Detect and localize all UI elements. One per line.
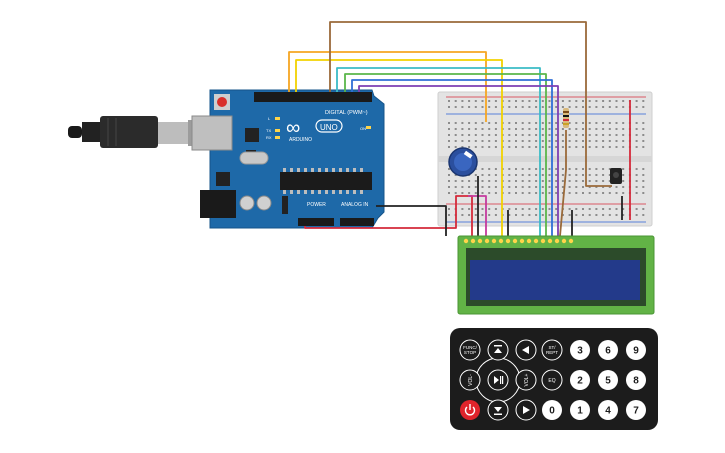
left-button[interactable] bbox=[515, 339, 537, 361]
capacitor-2 bbox=[256, 195, 272, 211]
key-5-button-label: 5 bbox=[605, 376, 611, 387]
func-stop-button[interactable]: FUNC/STOP bbox=[459, 339, 481, 361]
wire-magenta bbox=[468, 195, 487, 236]
key-4-button[interactable]: 4 bbox=[598, 400, 618, 420]
skip-back-icon bbox=[494, 345, 502, 353]
key-0-button-label: 0 bbox=[549, 406, 555, 417]
wire-red bbox=[304, 195, 473, 236]
key-1-button[interactable]: 1 bbox=[570, 400, 590, 420]
play-pause-icon bbox=[494, 376, 504, 384]
st-rept-button[interactable]: ST/REPT bbox=[541, 339, 563, 361]
triangle-right-icon bbox=[523, 406, 530, 414]
wire-blue bbox=[351, 79, 553, 236]
key-2-button-label: 2 bbox=[577, 376, 583, 387]
wire-brown-2 bbox=[559, 130, 567, 237]
skip-forward-button[interactable] bbox=[487, 399, 509, 421]
right-button[interactable] bbox=[515, 399, 537, 421]
arduino-logo-icon: ∞ bbox=[286, 117, 300, 139]
arduino-uno-board: DIGITAL (PWM~) AREF ∞ UNO ARDUINO L TX R… bbox=[191, 82, 385, 229]
power-header bbox=[298, 218, 334, 226]
wire-green bbox=[344, 73, 547, 236]
key-3-button[interactable]: 3 bbox=[570, 340, 590, 360]
func-stop-button-label: STOP bbox=[464, 350, 476, 355]
digital-header bbox=[254, 92, 372, 102]
wire-teal bbox=[336, 67, 541, 236]
key-6-button-label: 6 bbox=[605, 346, 611, 357]
atmega-chip bbox=[280, 172, 372, 190]
key-7-button-label: 7 bbox=[633, 406, 639, 417]
key-8-button-label: 8 bbox=[633, 376, 639, 387]
skip-forward-icon bbox=[494, 407, 502, 415]
key-0-button[interactable]: 0 bbox=[542, 400, 562, 420]
key-7-button[interactable]: 7 bbox=[626, 400, 646, 420]
eq-button-label: EQ bbox=[548, 378, 555, 384]
triangle-left-icon bbox=[522, 346, 529, 354]
vol-plus-button-label: VOL+ bbox=[524, 373, 530, 386]
key-8-button[interactable]: 8 bbox=[626, 370, 646, 390]
power-icon bbox=[464, 404, 476, 416]
analog-label: ANALOG IN bbox=[341, 202, 369, 208]
aref-label: AREF bbox=[263, 82, 274, 87]
wire-purple bbox=[358, 85, 559, 236]
vol-minus-button-label: VOL- bbox=[468, 374, 474, 386]
play-pause-button[interactable] bbox=[487, 369, 509, 391]
on-label: ON bbox=[360, 126, 366, 131]
power-jack bbox=[200, 190, 236, 218]
st-rept-button-label: REPT bbox=[546, 350, 558, 355]
vol-minus-button[interactable]: VOL- bbox=[459, 369, 481, 391]
vol-plus-button[interactable]: VOL+ bbox=[515, 369, 537, 391]
usb-cable bbox=[68, 116, 208, 148]
key-3-button-label: 3 bbox=[577, 346, 583, 357]
key-1-button-label: 1 bbox=[577, 406, 583, 417]
arduino-brand: ARDUINO bbox=[289, 137, 312, 143]
key-5-button[interactable]: 5 bbox=[598, 370, 618, 390]
wire-yellow bbox=[295, 59, 503, 236]
led-rx-label: RX bbox=[266, 135, 272, 140]
key-6-button[interactable]: 6 bbox=[598, 340, 618, 360]
wires bbox=[288, 21, 631, 237]
led-tx-label: TX bbox=[266, 128, 271, 133]
analog-header bbox=[340, 218, 374, 226]
capacitor-1 bbox=[239, 195, 255, 211]
func-stop-button-label: FUNC/ bbox=[463, 345, 477, 350]
eq-button[interactable]: EQ bbox=[541, 369, 563, 391]
resistor bbox=[563, 108, 569, 128]
potentiometer bbox=[448, 147, 478, 177]
key-9-button[interactable]: 9 bbox=[626, 340, 646, 360]
wire-brown bbox=[329, 21, 612, 187]
power-label: POWER bbox=[307, 202, 326, 208]
ir-receiver bbox=[610, 168, 622, 184]
usb-chip bbox=[245, 128, 259, 142]
key-4-button-label: 4 bbox=[605, 406, 611, 417]
voltage-regulator bbox=[216, 172, 230, 186]
lcd-display bbox=[457, 235, 655, 315]
st-rept-button-label: ST/ bbox=[548, 345, 556, 350]
wire-black bbox=[376, 205, 447, 236]
lcd-screen bbox=[470, 260, 640, 300]
digital-label: DIGITAL (PWM~) bbox=[325, 110, 368, 116]
key-2-button[interactable]: 2 bbox=[570, 370, 590, 390]
skip-back-button[interactable] bbox=[487, 339, 509, 361]
wire-orange bbox=[288, 51, 487, 122]
key-9-button-label: 9 bbox=[633, 346, 639, 357]
led-l-label: L bbox=[268, 116, 271, 121]
uno-label: UNO bbox=[320, 123, 338, 132]
usb-port bbox=[191, 115, 233, 151]
power-button[interactable] bbox=[460, 400, 480, 420]
crystal bbox=[239, 151, 269, 165]
